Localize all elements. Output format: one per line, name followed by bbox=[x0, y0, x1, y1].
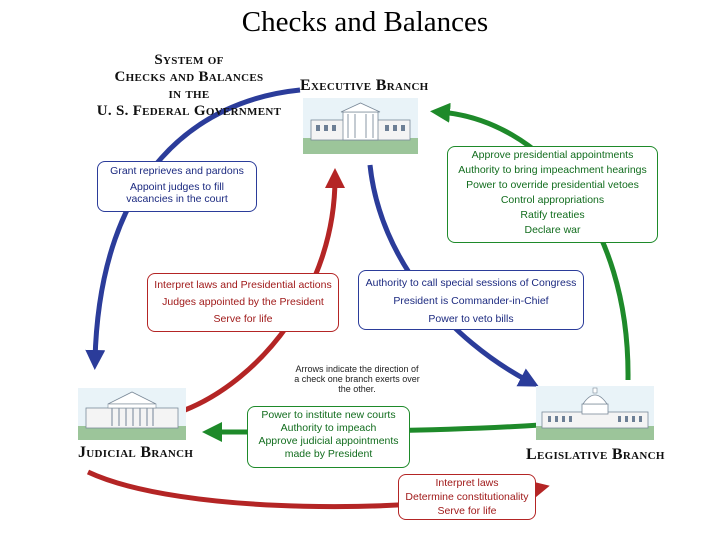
system-title-line-3: in the bbox=[168, 86, 210, 102]
box-line: Judges appointed by the President bbox=[162, 296, 324, 308]
box-line: Authority to impeach bbox=[280, 422, 377, 434]
box-legislative-over-judicial: Power to institute new courts Authority … bbox=[247, 406, 410, 468]
box-line: Power to override presidential vetoes bbox=[466, 179, 639, 191]
judicial-branch-label: Judicial Branch bbox=[78, 444, 194, 461]
box-judicial-over-executive: Interpret laws and Presidential actions … bbox=[147, 273, 339, 332]
box-executive-over-legislative: Authority to call special sessions of Co… bbox=[358, 270, 584, 330]
system-title-line-2: Checks and Balances bbox=[114, 69, 264, 85]
box-line: Determine constitutionality bbox=[405, 491, 529, 503]
box-line: Ratify treaties bbox=[520, 209, 585, 221]
box-line: President is Commander-in-Chief bbox=[393, 295, 549, 307]
box-line: Appoint judges to fill vacancies in the … bbox=[126, 181, 228, 205]
box-line: Interpret laws bbox=[435, 477, 499, 489]
box-line: Declare war bbox=[524, 224, 581, 236]
box-line: Power to institute new courts bbox=[261, 409, 396, 421]
arrow-legend-note: Arrows indicate the direction of a check… bbox=[294, 364, 420, 394]
box-line: Authority to call special sessions of Co… bbox=[365, 277, 577, 289]
system-title-line-1: System of bbox=[154, 52, 224, 68]
executive-branch-label: Executive Branch bbox=[300, 77, 429, 94]
box-line: Grant reprieves and pardons bbox=[110, 165, 244, 177]
legislative-branch-label: Legislative Branch bbox=[526, 446, 665, 463]
box-judicial-over-legislative: Interpret laws Determine constitutionali… bbox=[398, 474, 536, 520]
box-line: Approve judicial appointments made by Pr… bbox=[258, 435, 399, 460]
box-executive-over-judicial: Grant reprieves and pardons Appoint judg… bbox=[97, 161, 257, 212]
white-house-icon bbox=[303, 98, 418, 154]
box-line: Power to veto bills bbox=[428, 313, 514, 325]
box-line: Authority to bring impeachment hearings bbox=[458, 164, 647, 176]
box-line: Serve for life bbox=[437, 505, 497, 517]
arrow-executive-to-judicial bbox=[85, 87, 301, 370]
supreme-court-icon bbox=[78, 388, 186, 440]
box-line: Control appropriations bbox=[500, 194, 605, 206]
box-legislative-over-executive: Approve presidential appointments Author… bbox=[447, 146, 658, 243]
capitol-icon bbox=[536, 386, 654, 440]
box-line: Interpret laws and Presidential actions bbox=[154, 279, 332, 291]
system-title-line-4: U. S. Federal Government bbox=[96, 103, 282, 119]
system-title: System of Checks and Balances in the U. … bbox=[96, 52, 282, 120]
slide-title: Checks and Balances bbox=[241, 6, 489, 38]
box-line: Serve for life bbox=[213, 313, 273, 325]
box-line: Approve presidential appointments bbox=[471, 149, 634, 161]
